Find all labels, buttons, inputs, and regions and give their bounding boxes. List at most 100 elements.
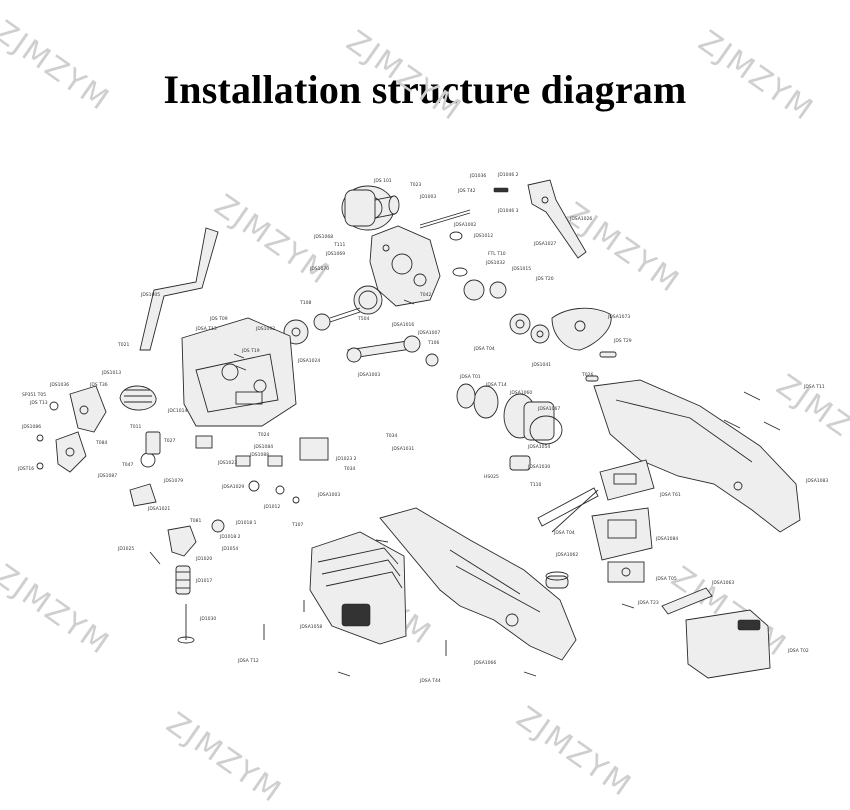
motor-unit <box>456 383 563 445</box>
part-label: T011 <box>129 424 141 430</box>
part-label: T027 <box>163 438 175 444</box>
part-label: JDSA T04 <box>473 346 495 352</box>
part-label: JDSA1003 <box>357 372 380 378</box>
part-label: JDSA T11 <box>803 384 825 390</box>
part-label: JDS T13 <box>29 400 48 406</box>
part-label: T023 <box>409 182 421 188</box>
part-label: JDSA1003 <box>317 492 340 498</box>
part-label: JDS1069 <box>325 251 345 257</box>
part-label: JDSA1084 <box>655 536 678 542</box>
trigger-lever <box>493 179 587 259</box>
part-label: JDSA T02 <box>787 648 809 654</box>
part-label: HS025 <box>484 474 499 480</box>
part-label: JDSA T04 <box>553 530 575 536</box>
part-label: JDS1087 <box>97 473 117 479</box>
part-label: JDC1014 <box>167 408 188 414</box>
main-frame <box>181 317 297 427</box>
misc-parts <box>509 307 617 589</box>
part-label: JDSA1060 <box>509 390 532 396</box>
part-label: JDS T29 <box>613 338 632 344</box>
part-label: JDS T42 <box>457 188 476 194</box>
part-label: JDSA T23 <box>637 600 659 606</box>
part-label: JDS1005 <box>140 292 160 298</box>
part-label: JDS1068 <box>313 234 333 240</box>
part-label: JDSA1024 <box>297 358 320 364</box>
part-label: JDSA1031 <box>391 446 414 452</box>
part-label: JDSA1066 <box>473 660 496 666</box>
part-label: JD1030 <box>199 616 216 622</box>
part-label: JDSA T12 <box>237 658 259 664</box>
part-label: JDSA1058 <box>299 624 322 630</box>
exploded-view-diagram: JDS 101 T023 JDS T42 JD1003 JD1036 JD104… <box>17 172 828 684</box>
part-label: JDS1092 <box>255 326 275 332</box>
part-label: JDS T20 <box>535 276 554 282</box>
part-label: JD1054 <box>221 546 238 552</box>
part-label: T106 <box>427 340 439 346</box>
part-label: JDS1079 <box>163 478 183 484</box>
part-label: JDS1032 <box>485 260 505 266</box>
part-label: T047 <box>121 462 133 468</box>
part-label: JDSA1021 <box>147 506 170 512</box>
part-label: JDS1023 <box>217 460 237 466</box>
part-labels: JDS 101 T023 JDS T42 JD1003 JD1036 JD104… <box>17 172 828 684</box>
part-label: T084 <box>95 440 107 446</box>
battery-pack <box>661 587 771 679</box>
part-label: JDSA1002 <box>453 222 476 228</box>
part-label: T110 <box>529 482 541 488</box>
part-label: T024 <box>257 432 269 438</box>
control-panel <box>591 459 655 583</box>
part-label: T108 <box>299 300 311 306</box>
part-label: SP351 T05 <box>22 392 46 398</box>
part-label: FTL T10 <box>488 251 506 257</box>
part-label: JD1017 <box>195 578 212 584</box>
part-label: T107 <box>291 522 303 528</box>
part-label: JDSA1029 <box>221 484 244 490</box>
part-label: JDSA1062 <box>555 552 578 558</box>
part-label: JDS1012 <box>473 233 493 239</box>
part-label: JDSA1083 <box>805 478 828 484</box>
part-label: JDSA T13 <box>195 326 217 332</box>
cover-right <box>379 507 577 661</box>
part-label: JD1020 <box>195 556 212 562</box>
gear-housing <box>369 209 471 307</box>
motor-assembly <box>341 185 400 231</box>
part-label: JDS1041 <box>531 362 551 368</box>
part-label: JDSA1026 <box>569 216 592 222</box>
part-label: T034 <box>385 433 397 439</box>
part-label: JDS1084 <box>253 444 273 450</box>
part-label: JD1018 1 <box>235 520 257 526</box>
part-label: JDS 101 <box>373 178 392 184</box>
part-label: T042 <box>419 292 431 298</box>
part-label: JDSA1063 <box>711 580 734 586</box>
part-label: JD1046 2 <box>497 172 519 178</box>
part-label: JDS1070 <box>309 266 329 272</box>
bevel-gears <box>353 279 550 344</box>
diagram-title: Installation structure diagram <box>163 67 687 112</box>
part-label: JDSA1067 <box>537 406 560 412</box>
part-label: JD1018 2 <box>219 534 241 540</box>
part-label: T021 <box>117 342 129 348</box>
part-label: T504 <box>357 316 369 322</box>
part-label: T026 <box>581 372 593 378</box>
part-label: T081 <box>189 518 201 524</box>
left-lever-parts <box>55 227 219 473</box>
part-label: JD1023 2 <box>335 456 357 462</box>
part-label: JDS1088 <box>249 452 269 458</box>
part-label: JDS1086 <box>21 424 41 430</box>
small-hardware <box>36 401 329 507</box>
part-label: JDS T19 <box>241 348 260 354</box>
part-label: JDS T09 <box>209 316 228 322</box>
part-label: JDSA1030 <box>527 464 550 470</box>
part-label: JD1036 <box>469 173 486 179</box>
part-label: JDSA1027 <box>533 241 556 247</box>
part-label: JD1046 3 <box>497 208 519 214</box>
connecting-rod <box>346 335 439 367</box>
part-label: JD1003 <box>419 194 436 200</box>
part-label: JD1012 <box>263 504 280 510</box>
part-label: JDSA T61 <box>659 492 681 498</box>
main-housing <box>593 379 801 533</box>
part-label: JD1025 <box>117 546 134 552</box>
part-label: JDSA1073 <box>607 314 630 320</box>
part-label: JDSA T05 <box>655 576 677 582</box>
part-label: JDSA1054 <box>527 444 550 450</box>
